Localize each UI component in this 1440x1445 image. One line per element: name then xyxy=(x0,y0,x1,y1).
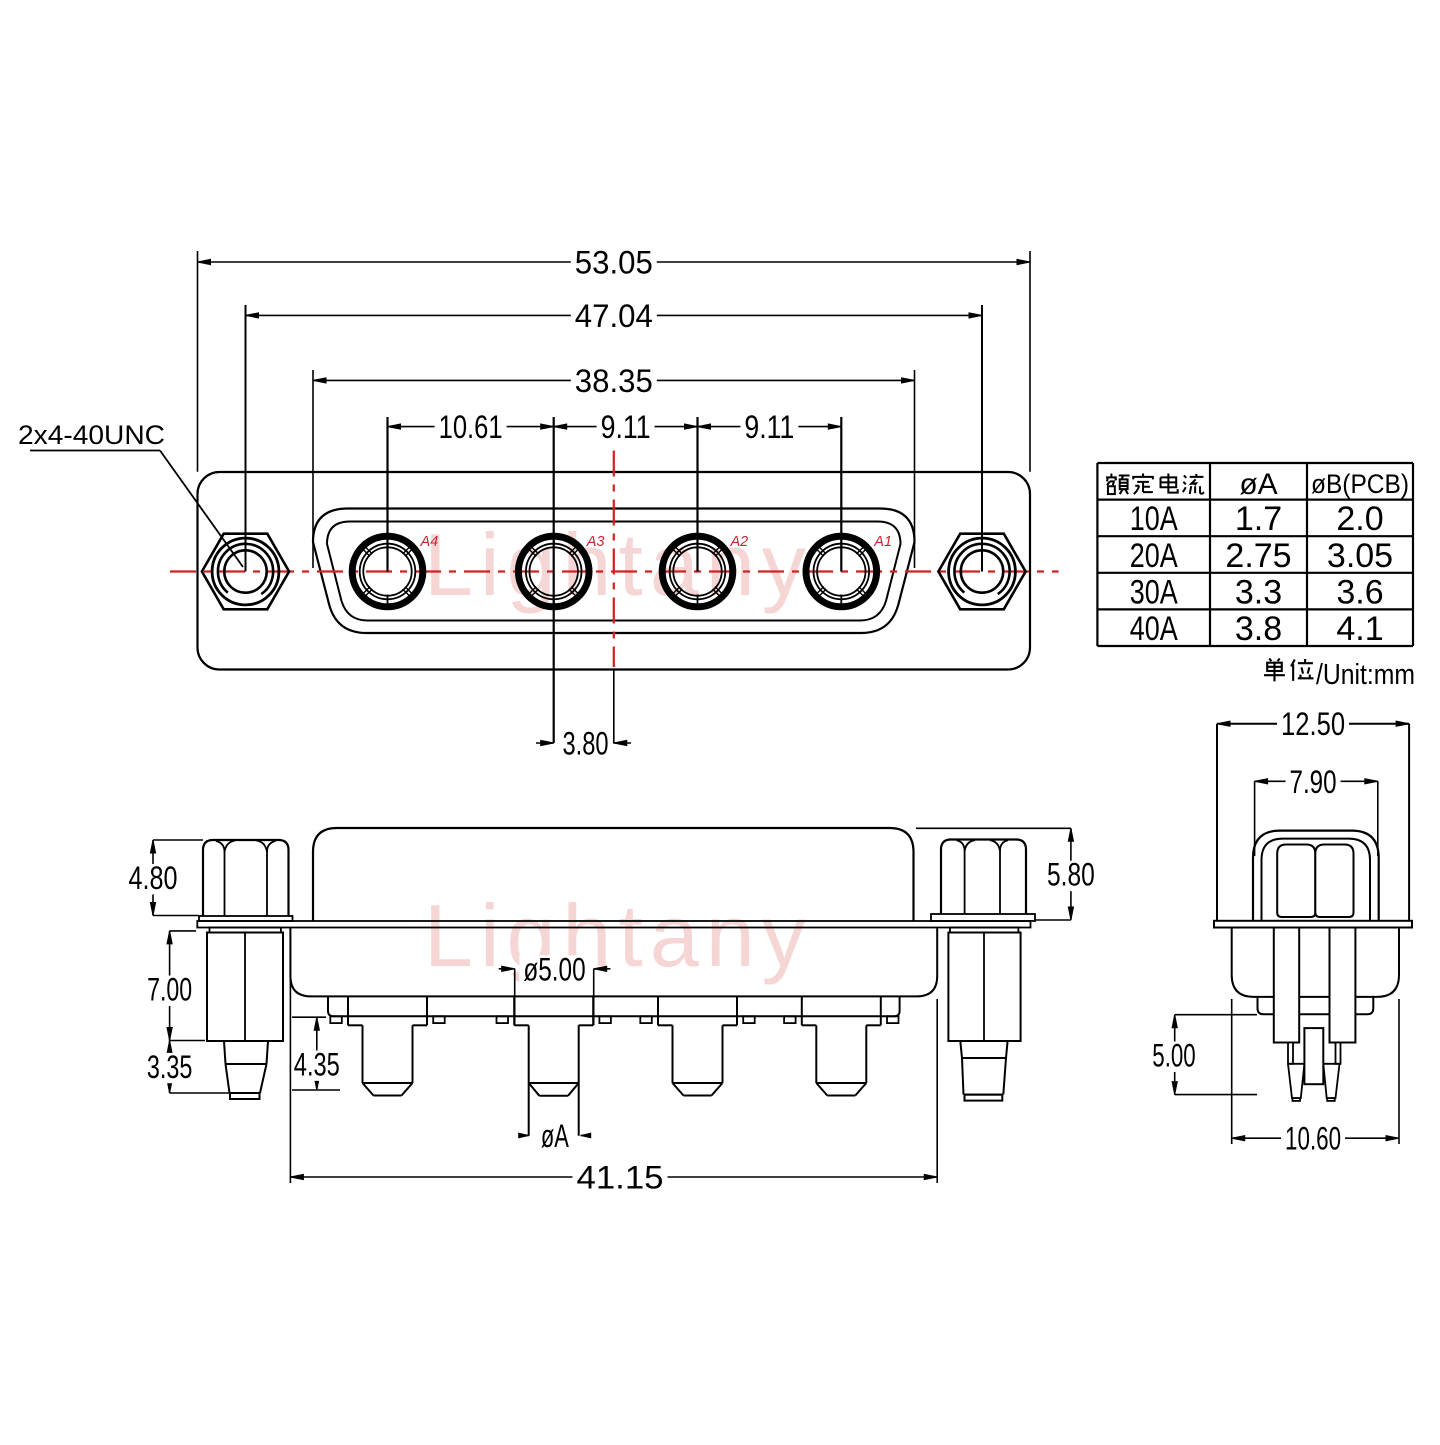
svg-text:3.35: 3.35 xyxy=(147,1049,193,1085)
svg-text:1.7: 1.7 xyxy=(1235,500,1282,538)
svg-text:10A: 10A xyxy=(1130,500,1178,538)
svg-text:3.05: 3.05 xyxy=(1327,537,1393,575)
svg-text:12.50: 12.50 xyxy=(1281,706,1345,742)
svg-text:2.75: 2.75 xyxy=(1225,537,1291,575)
svg-text:7.00: 7.00 xyxy=(147,972,192,1008)
svg-text:A1: A1 xyxy=(873,534,892,550)
svg-text:38.35: 38.35 xyxy=(575,363,653,399)
svg-text:ø5.00: ø5.00 xyxy=(523,951,585,987)
svg-text:7.90: 7.90 xyxy=(1290,764,1337,800)
svg-text:53.05: 53.05 xyxy=(575,245,653,281)
svg-text:41.15: 41.15 xyxy=(577,1160,664,1196)
svg-text:47.04: 47.04 xyxy=(575,298,653,334)
svg-text:øA: øA xyxy=(1239,468,1277,501)
svg-text:4.35: 4.35 xyxy=(294,1046,340,1082)
svg-text:3.8: 3.8 xyxy=(1235,610,1282,648)
svg-text:5.00: 5.00 xyxy=(1152,1038,1195,1074)
svg-text:5.80: 5.80 xyxy=(1047,857,1095,893)
svg-text:/Unit:mm: /Unit:mm xyxy=(1316,659,1415,691)
svg-text:A2: A2 xyxy=(730,534,749,550)
svg-text:20A: 20A xyxy=(1130,537,1178,575)
svg-text:3.3: 3.3 xyxy=(1235,573,1282,611)
svg-text:Lightany: Lightany xyxy=(424,886,813,985)
svg-text:10.60: 10.60 xyxy=(1285,1121,1341,1157)
svg-text:4.1: 4.1 xyxy=(1336,610,1383,648)
svg-text:2.0: 2.0 xyxy=(1336,500,1383,538)
svg-text:A4: A4 xyxy=(420,534,439,550)
svg-text:3.80: 3.80 xyxy=(563,726,609,762)
svg-text:3.6: 3.6 xyxy=(1336,573,1383,611)
svg-text:10.61: 10.61 xyxy=(439,409,503,445)
svg-text:9.11: 9.11 xyxy=(744,409,794,445)
svg-text:A3: A3 xyxy=(586,534,605,550)
svg-text:40A: 40A xyxy=(1130,610,1178,648)
svg-text:Lightany: Lightany xyxy=(424,515,813,614)
svg-text:9.11: 9.11 xyxy=(601,409,651,445)
svg-text:30A: 30A xyxy=(1130,573,1178,611)
svg-text:2x4-40UNC: 2x4-40UNC xyxy=(18,420,165,450)
svg-text:4.80: 4.80 xyxy=(129,860,178,896)
svg-text:øB(PCB): øB(PCB) xyxy=(1311,469,1409,499)
svg-text:øA: øA xyxy=(541,1118,569,1154)
